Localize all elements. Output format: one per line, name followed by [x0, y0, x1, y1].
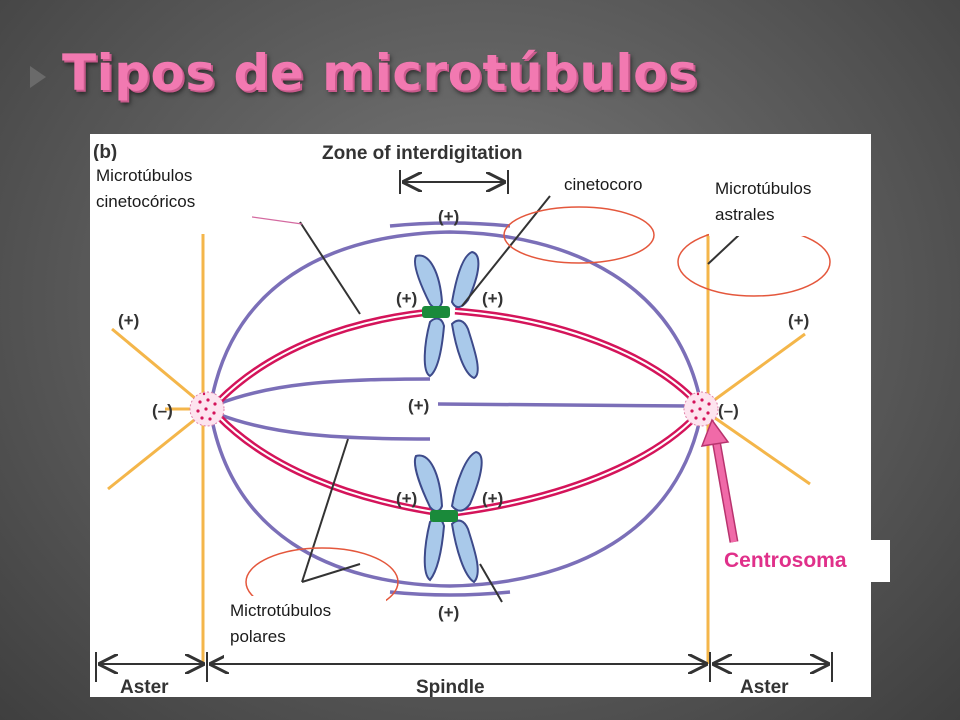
leader-kinetochore	[461, 195, 551, 307]
label-aster-left: Aster	[120, 677, 169, 697]
plus-bottom-left: (+)	[396, 489, 417, 508]
highlight-kinetochore	[503, 206, 655, 264]
plus-top-right: (+)	[482, 289, 503, 308]
leader-polar-1	[301, 438, 349, 583]
chromosome-top	[414, 250, 480, 380]
slide-title: Tipos de microtúbulos	[62, 44, 699, 102]
label-kinetochoric-line-1: Microtúbulos	[96, 166, 193, 185]
plus-middle: (+)	[408, 396, 429, 415]
label-astral-line-2: astrales	[715, 205, 775, 224]
label-astral-line-1: Microtúbulos	[715, 179, 812, 198]
label-polar-microtubules: Mictrotúbulos polares	[224, 596, 386, 658]
plus-bottom-right: (+)	[482, 489, 503, 508]
highlight-astral	[677, 227, 831, 297]
chromosome-bottom	[414, 450, 483, 584]
label-kinetochoric-line-2: cinetocóricos	[96, 192, 196, 211]
minus-left: (–)	[152, 401, 173, 420]
astral-microtubules-left	[107, 234, 209, 664]
label-polar-line-1: Mictrotúbulos	[230, 601, 332, 620]
plus-bottom: (+)	[438, 603, 459, 622]
minus-right: (–)	[718, 401, 739, 420]
kinetochore-bottom	[430, 510, 458, 522]
zone-label: Zone of interdigitation	[322, 143, 523, 164]
leader-polar-2	[301, 563, 361, 583]
centrosome-left	[189, 391, 225, 427]
label-spindle: Spindle	[416, 677, 485, 697]
panel-letter: (b)	[93, 142, 117, 163]
label-aster-right: Aster	[740, 677, 789, 697]
label-kinetochoric-microtubules: Microtúbulos cinetocóricos	[90, 161, 252, 225]
centrosome-right	[683, 391, 719, 427]
label-kinetochore: cinetocoro	[558, 170, 682, 202]
plus-aster-right: (+)	[788, 311, 809, 330]
spindle-figure: (b) Zone of interdigitation	[90, 134, 871, 697]
plus-aster-left: (+)	[118, 311, 139, 330]
leader-bottom-chromosome	[479, 563, 503, 603]
leader-kinetochoric-pink	[244, 215, 303, 225]
leader-astral	[707, 233, 741, 265]
astral-microtubules-right	[701, 234, 811, 664]
leader-kinetochoric	[299, 221, 361, 315]
label-astral-microtubules: Microtúbulos astrales	[709, 174, 871, 236]
label-polar-line-2: polares	[230, 627, 286, 646]
label-centrosome: Centrosoma	[716, 540, 890, 582]
kinetochore-top	[422, 306, 450, 318]
plus-top: (+)	[438, 207, 459, 226]
bullet-mark	[30, 66, 46, 88]
plus-top-left: (+)	[396, 289, 417, 308]
